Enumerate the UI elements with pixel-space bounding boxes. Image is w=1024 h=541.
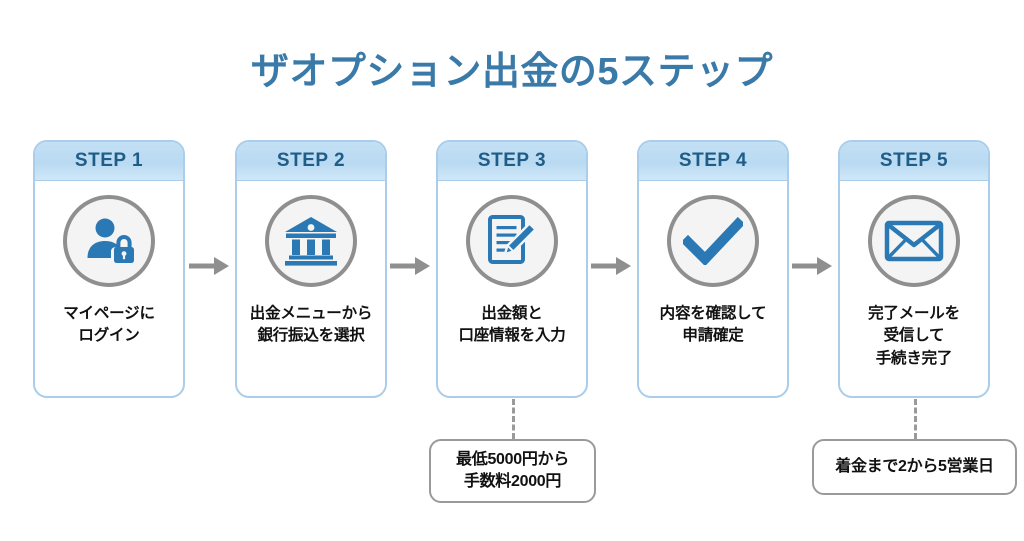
step-header-5: STEP 5 xyxy=(840,142,988,181)
step-body-4: 内容を確認して 申請確定 xyxy=(639,181,787,396)
icon-circle-1 xyxy=(63,195,155,287)
step-body-1: マイページに ログイン xyxy=(35,181,183,396)
step-card-1[interactable]: STEP 1 マイページに ログイン xyxy=(33,140,185,398)
step-header-label-5: STEP 5 xyxy=(879,150,949,171)
icon-circle-3 xyxy=(466,195,558,287)
step-header-label-4: STEP 4 xyxy=(678,150,748,171)
icon-circle-4 xyxy=(667,195,759,287)
page-title: ザオプション出金の5ステップ xyxy=(250,51,774,93)
dashed-connector-step-5 xyxy=(914,399,917,439)
step-body-5: 完了メールを 受信して 手続き完了 xyxy=(840,181,988,396)
step-header-2: STEP 2 xyxy=(237,142,385,181)
bank-icon xyxy=(282,214,340,268)
step-header-1: STEP 1 xyxy=(35,142,183,181)
step-header-3: STEP 3 xyxy=(438,142,586,181)
icon-circle-2 xyxy=(265,195,357,287)
envelope-icon xyxy=(884,219,944,263)
step-caption-1: マイページに ログイン xyxy=(63,305,155,345)
arrow-right-icon-1 xyxy=(189,255,233,277)
step-caption-3: 出金額と 口座情報を入力 xyxy=(458,305,566,345)
step-caption-4: 内容を確認して 申請確定 xyxy=(659,305,767,345)
note-step-3: 最低5000円から 手数料2000円 xyxy=(429,439,596,503)
step-card-2[interactable]: STEP 2 出金メニューから 銀行振込を選択 xyxy=(235,140,387,398)
step-caption-5: 完了メールを 受信して 手続き完了 xyxy=(868,305,960,367)
arrow-right-icon-4 xyxy=(792,255,836,277)
step-card-3[interactable]: STEP 3 出金額と 口座情報を入力 xyxy=(436,140,588,398)
document-pencil-icon xyxy=(484,212,540,270)
step-body-3: 出金額と 口座情報を入力 xyxy=(438,181,586,396)
note-step-5: 着金まで2から5営業日 xyxy=(812,439,1017,495)
dashed-connector-step-3 xyxy=(512,399,515,439)
step-header-label-2: STEP 2 xyxy=(276,150,346,171)
user-lock-icon xyxy=(81,213,137,269)
arrow-right-icon-3 xyxy=(591,255,635,277)
step-header-label-1: STEP 1 xyxy=(74,150,144,171)
step-card-5[interactable]: STEP 5 完了メールを 受信して 手続き完了 xyxy=(838,140,990,398)
step-caption-2: 出金メニューから 銀行振込を選択 xyxy=(249,305,373,345)
icon-circle-5 xyxy=(868,195,960,287)
step-body-2: 出金メニューから 銀行振込を選択 xyxy=(237,181,385,396)
step-header-4: STEP 4 xyxy=(639,142,787,181)
step-header-label-3: STEP 3 xyxy=(477,150,547,171)
arrow-right-icon-2 xyxy=(390,255,434,277)
step-card-4[interactable]: STEP 4 内容を確認して 申請確定 xyxy=(637,140,789,398)
checkmark-icon xyxy=(683,217,743,265)
